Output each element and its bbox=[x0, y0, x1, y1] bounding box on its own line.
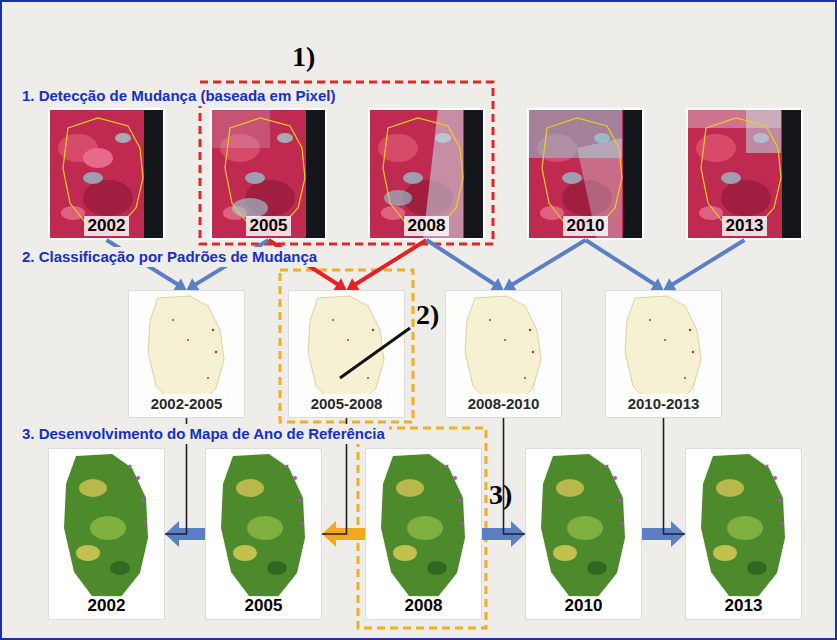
arrow-head bbox=[504, 278, 517, 290]
change-map: 2005-2008 bbox=[288, 290, 405, 418]
reference-map: 2010 bbox=[525, 448, 642, 620]
reference-map-art bbox=[206, 449, 322, 620]
year-label: 2010 bbox=[561, 596, 607, 616]
arrow-head bbox=[334, 278, 347, 290]
connector bbox=[347, 240, 427, 290]
year-label: 2005 bbox=[246, 216, 292, 236]
reference-map: 2005 bbox=[205, 448, 322, 620]
label-anchor: 1) bbox=[292, 42, 315, 72]
connector-line bbox=[664, 418, 686, 534]
reference-map-art bbox=[49, 449, 165, 620]
year-label: 2013 bbox=[722, 216, 768, 236]
year-label: 2008 bbox=[401, 596, 447, 616]
arrow-head bbox=[664, 278, 677, 290]
stage-heading: 3. Desenvolvimento do Mapa de Ano de Ref… bbox=[18, 424, 389, 444]
satellite-image: 2013 bbox=[686, 108, 803, 240]
year-label: 2008-2010 bbox=[464, 394, 544, 414]
year-label: 2013 bbox=[721, 596, 767, 616]
reference-map-art bbox=[526, 449, 642, 620]
connector-line bbox=[427, 240, 497, 285]
connector bbox=[586, 240, 664, 290]
change-map: 2008-2010 bbox=[445, 290, 562, 418]
arrow-head bbox=[651, 278, 664, 290]
change-map-art bbox=[289, 291, 405, 418]
satellite-overlay bbox=[687, 109, 802, 239]
callout-number: 1) bbox=[292, 41, 315, 72]
satellite-image-art bbox=[686, 108, 803, 240]
satellite-image bbox=[686, 108, 803, 240]
satellite-image bbox=[48, 108, 165, 240]
satellite-image: 2010 bbox=[527, 108, 644, 240]
satellite-image-art bbox=[48, 108, 165, 240]
arrow-head bbox=[174, 278, 187, 290]
connector bbox=[504, 418, 526, 534]
connector bbox=[427, 240, 504, 290]
image-patch bbox=[83, 148, 113, 168]
satellite-image-art bbox=[368, 108, 485, 240]
satellite-overlay bbox=[528, 109, 643, 239]
year-label: 2005-2008 bbox=[307, 394, 387, 414]
image-patch bbox=[232, 198, 268, 218]
stage-band: 3. Desenvolvimento do Mapa de Ano de Ref… bbox=[10, 424, 827, 628]
satellite-image bbox=[527, 108, 644, 240]
change-map-art bbox=[606, 291, 722, 418]
year-label: 2002 bbox=[84, 216, 130, 236]
connector-line bbox=[354, 240, 427, 285]
stage-heading: 1. Detecção de Mudança (baseada em Pixel… bbox=[18, 86, 339, 106]
highlight-box bbox=[358, 428, 486, 628]
year-label: 2010 bbox=[563, 216, 609, 236]
change-map-art bbox=[129, 291, 245, 418]
satellite-overlay bbox=[369, 109, 484, 239]
satellite-image-art bbox=[527, 108, 644, 240]
year-label: 2002 bbox=[84, 596, 130, 616]
arrow-head bbox=[347, 278, 360, 290]
reference-map: 2008 bbox=[365, 448, 482, 620]
arrow-head bbox=[187, 278, 200, 290]
change-map-art bbox=[446, 291, 562, 418]
reference-map-art bbox=[686, 449, 802, 620]
stage-band: 2. Classificação por Padrões de Mudança 2… bbox=[10, 247, 827, 422]
year-label: 2008 bbox=[404, 216, 450, 236]
connector-line bbox=[671, 240, 745, 285]
satellite-overlay bbox=[49, 109, 164, 239]
leader-line bbox=[340, 328, 410, 378]
arrow-head bbox=[491, 278, 504, 290]
satellite-image bbox=[368, 108, 485, 240]
connector bbox=[504, 240, 586, 290]
image-patch bbox=[210, 108, 270, 148]
image-patch bbox=[686, 108, 781, 128]
change-map: 2010-2013 bbox=[605, 290, 722, 418]
highlight-box bbox=[280, 270, 413, 422]
callout-number: 3) bbox=[489, 479, 512, 510]
connector-line bbox=[504, 418, 526, 534]
satellite-image bbox=[210, 108, 327, 240]
year-label: 2005 bbox=[241, 596, 287, 616]
change-map: 2002-2005 bbox=[128, 290, 245, 418]
reference-map: 2002 bbox=[48, 448, 165, 620]
year-label: 2002-2005 bbox=[147, 394, 227, 414]
satellite-image: 2008 bbox=[368, 108, 485, 240]
connector-line bbox=[586, 240, 657, 285]
year-label: 2010-2013 bbox=[624, 394, 704, 414]
satellite-image: 2002 bbox=[48, 108, 165, 240]
satellite-image-art bbox=[210, 108, 327, 240]
stage-band: 1. Detecção de Mudança (baseada em Pixel… bbox=[10, 86, 827, 244]
connector bbox=[664, 240, 745, 290]
stage-heading: 2. Classificação por Padrões de Mudança bbox=[18, 247, 321, 267]
satellite-image: 2005 bbox=[210, 108, 327, 240]
reference-map: 2013 bbox=[685, 448, 802, 620]
satellite-overlay bbox=[211, 109, 326, 239]
highlight-box bbox=[200, 82, 493, 244]
connector-line bbox=[511, 240, 586, 285]
reference-map-art bbox=[366, 449, 482, 620]
callout-number: 2) bbox=[416, 299, 439, 330]
label-anchor: 2) bbox=[416, 300, 439, 330]
connector bbox=[664, 418, 686, 534]
label-anchor: 3) bbox=[489, 480, 512, 510]
